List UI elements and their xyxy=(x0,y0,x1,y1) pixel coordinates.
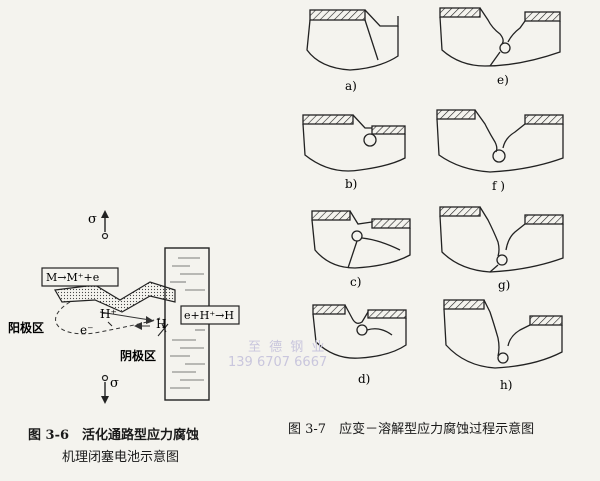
watermark-name: 至 德 钢 业 xyxy=(248,340,327,355)
h-atom-label: H xyxy=(156,317,166,331)
panel-label-d: d) xyxy=(358,372,370,386)
panel-a xyxy=(306,9,399,71)
panel-b xyxy=(302,114,406,172)
panel-label-a: a) xyxy=(345,79,357,93)
electron-label: e⁻ xyxy=(80,323,93,337)
panel-label-b: b) xyxy=(345,177,357,191)
panel-d xyxy=(312,304,407,359)
panel-label-h: h) xyxy=(500,378,512,392)
panel-f xyxy=(436,109,564,173)
stress-arrow-top xyxy=(101,210,109,240)
panel-label-g: g) xyxy=(498,278,510,292)
panel-g xyxy=(439,206,564,273)
anode-region-label: 阳极区 xyxy=(8,320,44,335)
fig-3-7-caption: 图 3-7 应变－溶解型应力腐蚀过程示意图 xyxy=(288,422,535,437)
panel-label-c: c) xyxy=(350,275,361,289)
current-loop xyxy=(55,301,161,335)
h-plus-label: H⁺ xyxy=(100,307,117,321)
watermark-phone: 139 6707 6667 xyxy=(228,355,328,370)
electrolyte-lines xyxy=(170,257,205,389)
fig-3-7-diagram xyxy=(302,7,564,369)
fig-3-6-caption-line2: 机理闭塞电池示意图 xyxy=(62,450,180,465)
panel-label-f: f ) xyxy=(492,179,505,193)
anode-reaction-box xyxy=(41,267,119,287)
panel-label-e: e) xyxy=(497,73,509,87)
anode-reaction-text: M→M⁺+e xyxy=(46,271,99,284)
fig-3-6-diagram: σ σ M→M⁺+e e+H⁺→H H⁺ H e⁻ 阳极区 阴极区 xyxy=(8,210,240,404)
panel-h xyxy=(443,299,563,369)
stress-arrow-bottom xyxy=(101,374,109,404)
sigma-top-label: σ xyxy=(88,212,97,227)
cathode-reaction-box xyxy=(180,305,240,325)
h-plus-arrow xyxy=(99,311,151,321)
crack-path xyxy=(54,281,176,313)
cathode-reaction-text: e+H⁺→H xyxy=(184,309,234,322)
fig-3-6-caption-line1: 图 3-6 活化通路型应力腐蚀 xyxy=(28,428,200,443)
panel-e xyxy=(439,7,561,67)
sigma-bottom-label: σ xyxy=(110,376,119,391)
panel-c xyxy=(311,210,411,269)
fig-3-7-panel-labels: a) b) c) d) e) f ) g) h) xyxy=(345,73,512,392)
cathode-region-label: 阴极区 xyxy=(120,348,156,363)
